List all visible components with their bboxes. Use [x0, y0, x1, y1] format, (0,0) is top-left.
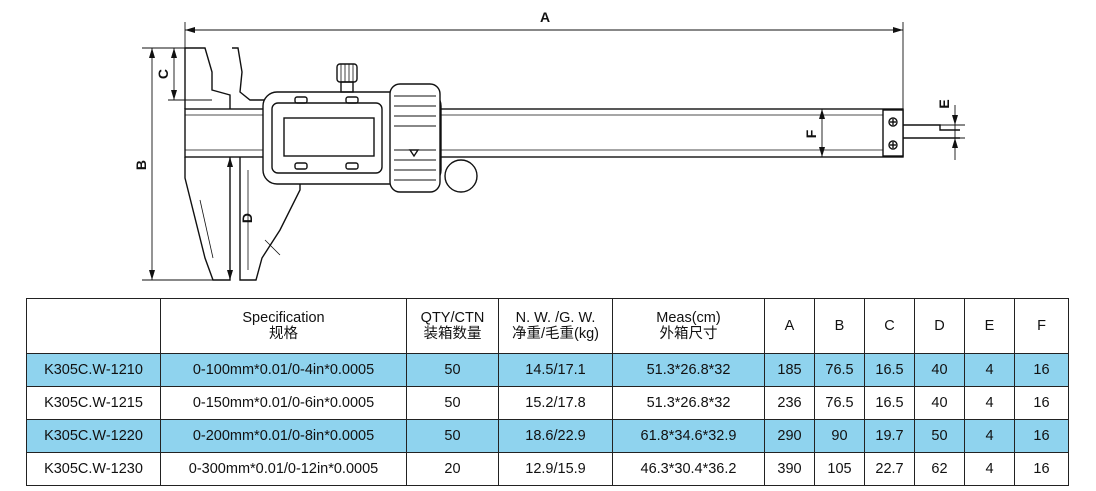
column-header: C — [864, 298, 915, 354]
screw-icon — [888, 140, 898, 150]
table-cell: 185 — [764, 353, 815, 387]
table-cell: 90 — [814, 419, 865, 453]
column-header-en: N. W. /G. W. — [515, 310, 596, 326]
lcd-screen — [283, 117, 375, 157]
table-cell: 4 — [964, 452, 1015, 486]
table-cell: 50 — [406, 386, 499, 420]
column-header-en: C — [884, 318, 895, 334]
table-cell: 50 — [914, 419, 965, 453]
table-cell: 236 — [764, 386, 815, 420]
table-cell: 0-150mm*0.01/0-6in*0.0005 — [160, 386, 407, 420]
table-cell: 76.5 — [814, 353, 865, 387]
table-cell: 40 — [914, 353, 965, 387]
table-cell: K305C.W-1215 — [26, 386, 161, 420]
table-cell: K305C.W-1220 — [26, 419, 161, 453]
table-cell: 0-100mm*0.01/0-4in*0.0005 — [160, 353, 407, 387]
lock-screw-icon — [336, 63, 358, 83]
dimension-label-e: E — [936, 99, 952, 108]
column-header-zh: 净重/毛重(kg) — [512, 326, 599, 342]
column-header: N. W. /G. W.净重/毛重(kg) — [498, 298, 613, 354]
table-cell: 61.8*34.6*32.9 — [612, 419, 765, 453]
thumb-wheel — [444, 159, 478, 193]
table-cell: 46.3*30.4*36.2 — [612, 452, 765, 486]
screw-icon — [888, 117, 898, 127]
table-cell: 19.7 — [864, 419, 915, 453]
column-header-en: Meas(cm) — [656, 310, 721, 326]
column-header: Meas(cm)外箱尺寸 — [612, 298, 765, 354]
dimension-label-f: F — [803, 129, 819, 138]
table-cell: 51.3*26.8*32 — [612, 353, 765, 387]
column-header-en: E — [984, 318, 995, 334]
table-cell: 76.5 — [814, 386, 865, 420]
column-header: D — [914, 298, 965, 354]
column-header-zh: 装箱数量 — [423, 326, 482, 342]
column-header-en: F — [1037, 318, 1046, 334]
table-cell: 290 — [764, 419, 815, 453]
column-header: A — [764, 298, 815, 354]
table-cell: 4 — [964, 386, 1015, 420]
table-cell: K305C.W-1210 — [26, 353, 161, 387]
column-header-en: QTY/CTN — [420, 310, 485, 326]
table-cell: 51.3*26.8*32 — [612, 386, 765, 420]
column-header-en: D — [934, 318, 945, 334]
table-cell: 390 — [764, 452, 815, 486]
table-cell: 15.2/17.8 — [498, 386, 613, 420]
table-cell: 16 — [1014, 353, 1069, 387]
column-header — [26, 298, 161, 354]
table-cell: 14.5/17.1 — [498, 353, 613, 387]
thumb-grip — [389, 83, 441, 193]
column-header-en: A — [784, 318, 795, 334]
table-cell: 62 — [914, 452, 965, 486]
caliper-drawing: A B C D E F — [133, 9, 965, 281]
table-cell: 50 — [406, 419, 499, 453]
table-cell: 18.6/22.9 — [498, 419, 613, 453]
table-cell: 4 — [964, 353, 1015, 387]
column-header: F — [1014, 298, 1069, 354]
table-cell: 16 — [1014, 419, 1069, 453]
table-cell: 50 — [406, 353, 499, 387]
table-cell: 0-200mm*0.01/0-8in*0.0005 — [160, 419, 407, 453]
table-cell: 12.9/15.9 — [498, 452, 613, 486]
table-cell: K305C.W-1230 — [26, 452, 161, 486]
table-cell: 0-300mm*0.01/0-12in*0.0005 — [160, 452, 407, 486]
dimension-label-b: B — [133, 160, 149, 170]
dimension-label-c: C — [155, 69, 171, 79]
dimension-label-a: A — [540, 9, 550, 25]
dimension-label-d: D — [239, 213, 255, 223]
table-cell: 105 — [814, 452, 865, 486]
column-header-zh: 外箱尺寸 — [659, 326, 718, 342]
table-cell: 16.5 — [864, 386, 915, 420]
column-header: B — [814, 298, 865, 354]
column-header-zh: 规格 — [269, 326, 298, 342]
column-header: E — [964, 298, 1015, 354]
table-cell: 22.7 — [864, 452, 915, 486]
table-cell: 40 — [914, 386, 965, 420]
table-cell: 16 — [1014, 452, 1069, 486]
table-cell: 20 — [406, 452, 499, 486]
column-header-en: Specification — [242, 310, 325, 326]
table-cell: 16.5 — [864, 353, 915, 387]
table-cell: 4 — [964, 419, 1015, 453]
column-header-en: B — [834, 318, 845, 334]
table-cell: 16 — [1014, 386, 1069, 420]
